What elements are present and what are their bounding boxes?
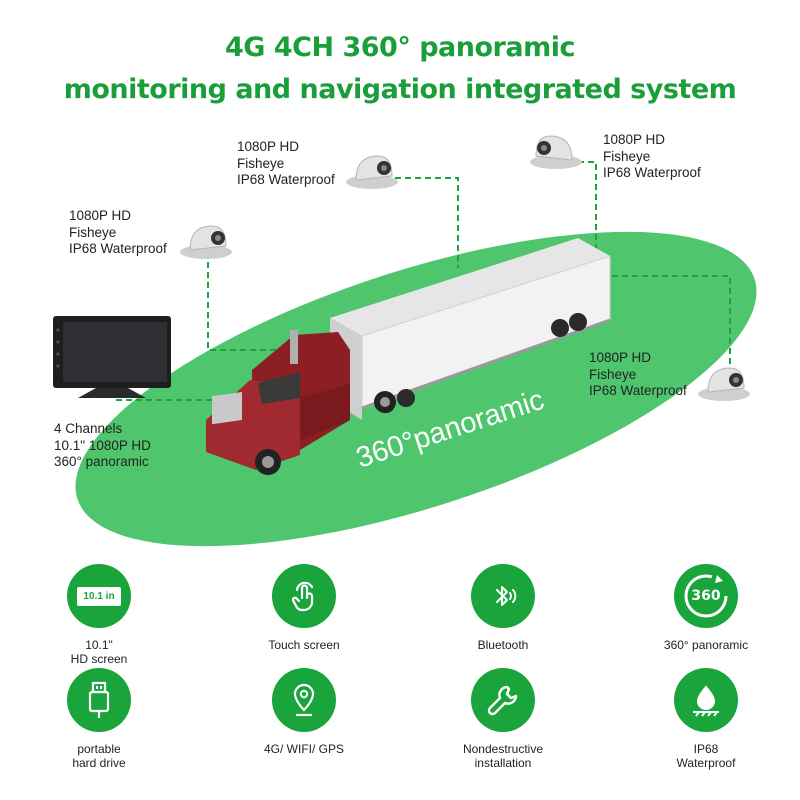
- waterproof-icon: [674, 668, 738, 732]
- location-pin-icon: [272, 668, 336, 732]
- usb-drive-icon: [67, 668, 131, 732]
- spec-line: Fisheye: [69, 224, 117, 240]
- feature-label: HD screen: [70, 652, 128, 666]
- feature-360-panoramic: 360 360° panoramic: [646, 564, 766, 652]
- feature-label: hard drive: [72, 756, 126, 770]
- feature-label: portable: [77, 742, 121, 756]
- spec-line: 360° panoramic: [54, 454, 149, 469]
- feature-label: 360° panoramic: [663, 638, 749, 652]
- spec-line: Fisheye: [603, 148, 651, 164]
- feature-bluetooth: Bluetooth: [443, 564, 563, 652]
- feature-label: Waterproof: [676, 756, 736, 770]
- panoramic-badge: 360: [691, 588, 721, 604]
- feature-label: 4G/ WIFI/ GPS: [263, 742, 344, 756]
- spec-line: IP68 Waterproof: [237, 172, 335, 187]
- title-line-1: 4G 4CH 360° panoramic: [225, 32, 575, 63]
- wrench-icon: [471, 668, 535, 732]
- spec-line: 4 Channels: [54, 421, 123, 436]
- title-line-2: monitoring and navigation integrated sys…: [63, 74, 737, 105]
- truck-cab: [206, 330, 396, 475]
- camera-icon-3: [530, 135, 582, 169]
- spec-line: 1080P HD: [589, 350, 652, 365]
- spec-line: 1080P HD: [237, 139, 300, 154]
- feature-label: Touch screen: [268, 638, 340, 652]
- feature-waterproof: IP68 Waterproof: [646, 668, 766, 770]
- feature-label: installation: [474, 756, 532, 770]
- spec-line: IP68 Waterproof: [69, 241, 167, 256]
- camera-icon-4: [698, 367, 750, 401]
- spec-line: 1080P HD: [603, 132, 666, 147]
- spec-line: 10.1" 1080P HD: [54, 437, 151, 453]
- camera-icon-1: [180, 225, 232, 259]
- spec-line: Fisheye: [589, 366, 637, 382]
- feature-connectivity: 4G/ WIFI/ GPS: [244, 668, 364, 756]
- monitor-spec: 4 Channels 10.1" 1080P HD 360° panoramic: [54, 421, 151, 471]
- camera-spec-left: 1080P HD Fisheye IP68 Waterproof: [69, 208, 167, 258]
- truck-scene: 360°panoramic: [53, 135, 757, 547]
- feature-label: Bluetooth: [477, 638, 529, 652]
- feature-hd-screen: 10.1 in 10.1" HD screen: [39, 564, 159, 666]
- feature-label: Nondestructive: [462, 742, 544, 756]
- screen-size-badge: 10.1 in: [77, 586, 121, 606]
- panoramic-360-icon: 360: [674, 564, 738, 628]
- camera-icon-2: [346, 155, 398, 189]
- screen-size-icon: 10.1 in: [67, 564, 131, 628]
- spec-line: IP68 Waterproof: [603, 165, 701, 180]
- touch-icon: [272, 564, 336, 628]
- camera-spec-top: 1080P HD Fisheye IP68 Waterproof: [237, 139, 335, 189]
- feature-touch-screen: Touch screen: [244, 564, 364, 652]
- feature-label: 10.1": [85, 638, 113, 652]
- monitor-device: [53, 316, 171, 398]
- bluetooth-icon: [471, 564, 535, 628]
- camera-spec-right: 1080P HD Fisheye IP68 Waterproof: [589, 350, 687, 400]
- spec-line: 1080P HD: [69, 208, 132, 223]
- spec-line: IP68 Waterproof: [589, 383, 687, 398]
- spec-line: Fisheye: [237, 155, 285, 171]
- feature-hard-drive: portable hard drive: [39, 668, 159, 770]
- camera-spec-top-right: 1080P HD Fisheye IP68 Waterproof: [603, 132, 701, 182]
- feature-label: IP68: [693, 742, 719, 756]
- feature-installation: Nondestructive installation: [443, 668, 563, 770]
